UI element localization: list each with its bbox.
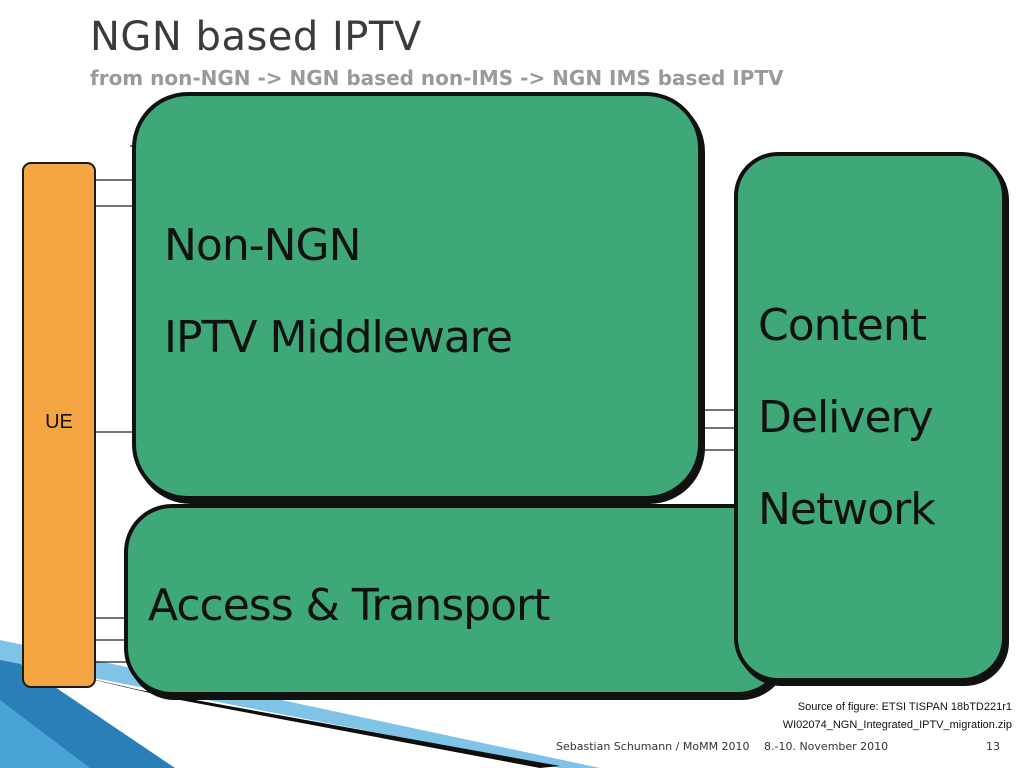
source-line1: Source of figure: ETSI TISPAN 18bTD221r1 [797,701,1012,713]
access-transport-block: Access & Transport [124,504,786,696]
ue-block: UE [22,162,96,688]
slide-title: NGN based IPTV [90,14,422,60]
footer-date: 8.-10. November 2010 [764,740,889,753]
page-number: 13 [986,740,1000,753]
source-line2: WI02074_NGN_Integrated_IPTV_migration.zi… [782,719,1012,731]
slide-subtitle: from non-NGN -> NGN based non-IMS -> NGN… [90,66,784,90]
iptv-middleware-block: Non-NGN IPTV Middleware [132,92,702,500]
middleware-label-line2: IPTV Middleware [164,312,513,363]
cdn-label-line2: Delivery [758,392,934,443]
content-delivery-network-block: Content Delivery Network [734,152,1006,682]
figure-source: Source of figure: ETSI TISPAN 18bTD221r1… [783,698,1012,734]
access-transport-label: Access & Transport [148,580,550,631]
cdn-label-line3: Network [758,484,936,535]
ue-label: UE [45,410,73,433]
footer-author: Sebastian Schumann / MoMM 2010 [556,740,750,753]
middleware-label-line1: Non-NGN [164,220,362,271]
cdn-label-line1: Content [758,300,927,351]
